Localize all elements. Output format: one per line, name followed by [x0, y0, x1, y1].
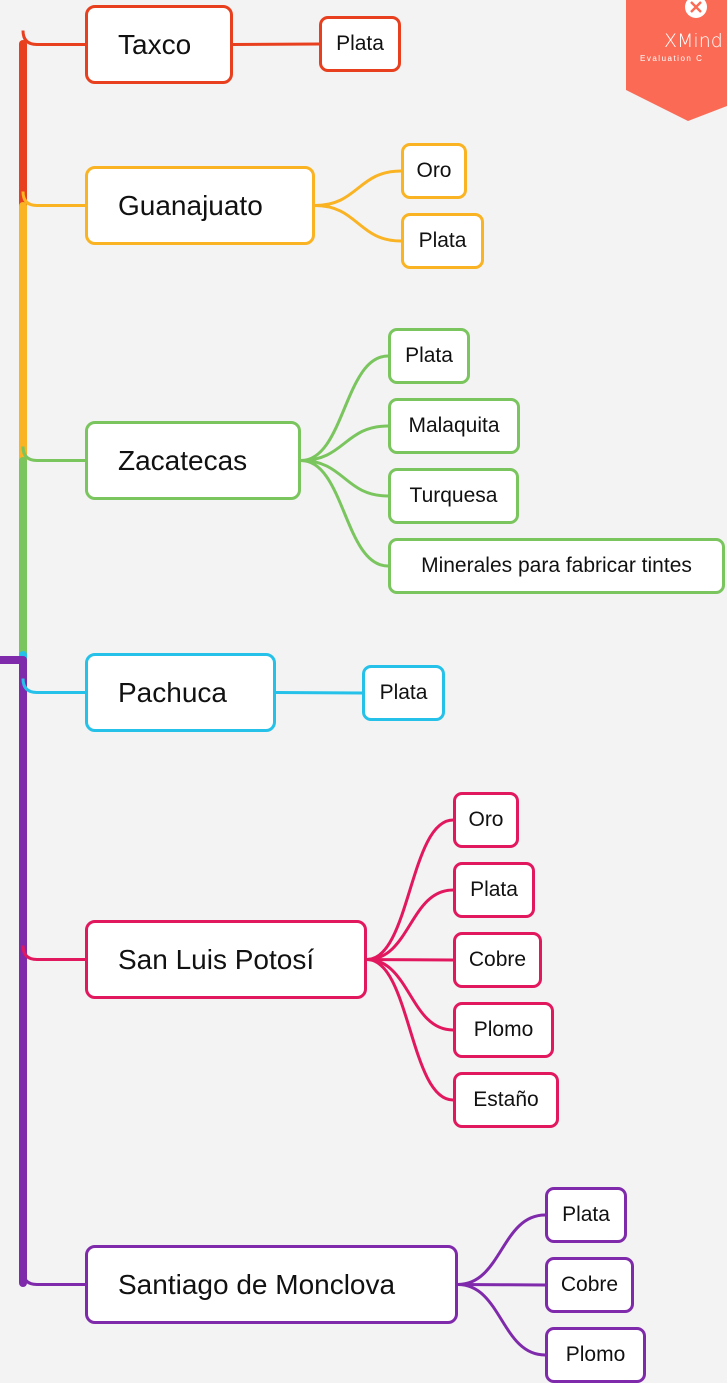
branch-connector [21, 945, 85, 961]
topic-pachuca[interactable]: Pachuca [85, 653, 276, 732]
subtopic-turquesa[interactable]: Turquesa [388, 468, 519, 524]
subtopic-malaquita[interactable]: Malaquita [388, 398, 520, 454]
watermark-banner [626, 0, 727, 121]
subtopic-connector [366, 818, 454, 961]
subtopic-plata[interactable]: Plata [453, 862, 535, 918]
subtopic-connector [300, 354, 389, 462]
subtopic-minerales-para-fabricar-tintes[interactable]: Minerales para fabricar tintes [388, 538, 725, 594]
subtopic-plomo[interactable]: Plomo [453, 1002, 554, 1058]
topic-zacatecas[interactable]: Zacatecas [85, 421, 301, 500]
branch-connector [21, 1270, 85, 1286]
subtopic-connector [314, 169, 402, 207]
subtopic-plata[interactable]: Plata [362, 665, 445, 721]
subtopic-connector [457, 1283, 546, 1287]
close-circle-icon[interactable] [682, 0, 712, 22]
subtopic-connector [457, 1283, 546, 1357]
subtopic-connector [366, 958, 454, 962]
subtopic-connector [457, 1213, 546, 1286]
subtopic-cobre[interactable]: Cobre [453, 932, 542, 988]
branch-connector [21, 678, 85, 694]
subtopic-connector [366, 888, 454, 961]
subtopic-oro[interactable]: Oro [453, 792, 519, 848]
subtopic-plata[interactable]: Plata [319, 16, 401, 72]
subtopic-plata[interactable]: Plata [388, 328, 470, 384]
subtopic-connector [232, 42, 320, 46]
watermark-brand: XMind [664, 30, 723, 52]
subtopic-estaño[interactable]: Estaño [453, 1072, 559, 1128]
subtopic-connector [300, 424, 389, 462]
subtopic-connector [275, 691, 363, 695]
subtopic-cobre[interactable]: Cobre [545, 1257, 634, 1313]
topic-guanajuato[interactable]: Guanajuato [85, 166, 315, 245]
subtopic-connector [314, 204, 402, 243]
subtopic-connector [366, 958, 454, 1102]
watermark-subtitle: Evaluation C [640, 54, 704, 63]
subtopic-connector [300, 459, 389, 568]
subtopic-connector [300, 459, 389, 498]
topic-santiago-de-monclova[interactable]: Santiago de Monclova [85, 1245, 458, 1324]
subtopic-plomo[interactable]: Plomo [545, 1327, 646, 1383]
branch-connector [21, 446, 85, 462]
subtopic-oro[interactable]: Oro [401, 143, 467, 199]
topic-taxco[interactable]: Taxco [85, 5, 233, 84]
topic-san-luis-potos-[interactable]: San Luis Potosí [85, 920, 367, 999]
xmind-watermark [626, 0, 727, 121]
subtopic-plata[interactable]: Plata [545, 1187, 627, 1243]
branch-connector [21, 30, 85, 46]
subtopic-plata[interactable]: Plata [401, 213, 484, 269]
subtopic-connector [366, 958, 454, 1032]
branch-connector [21, 191, 85, 207]
